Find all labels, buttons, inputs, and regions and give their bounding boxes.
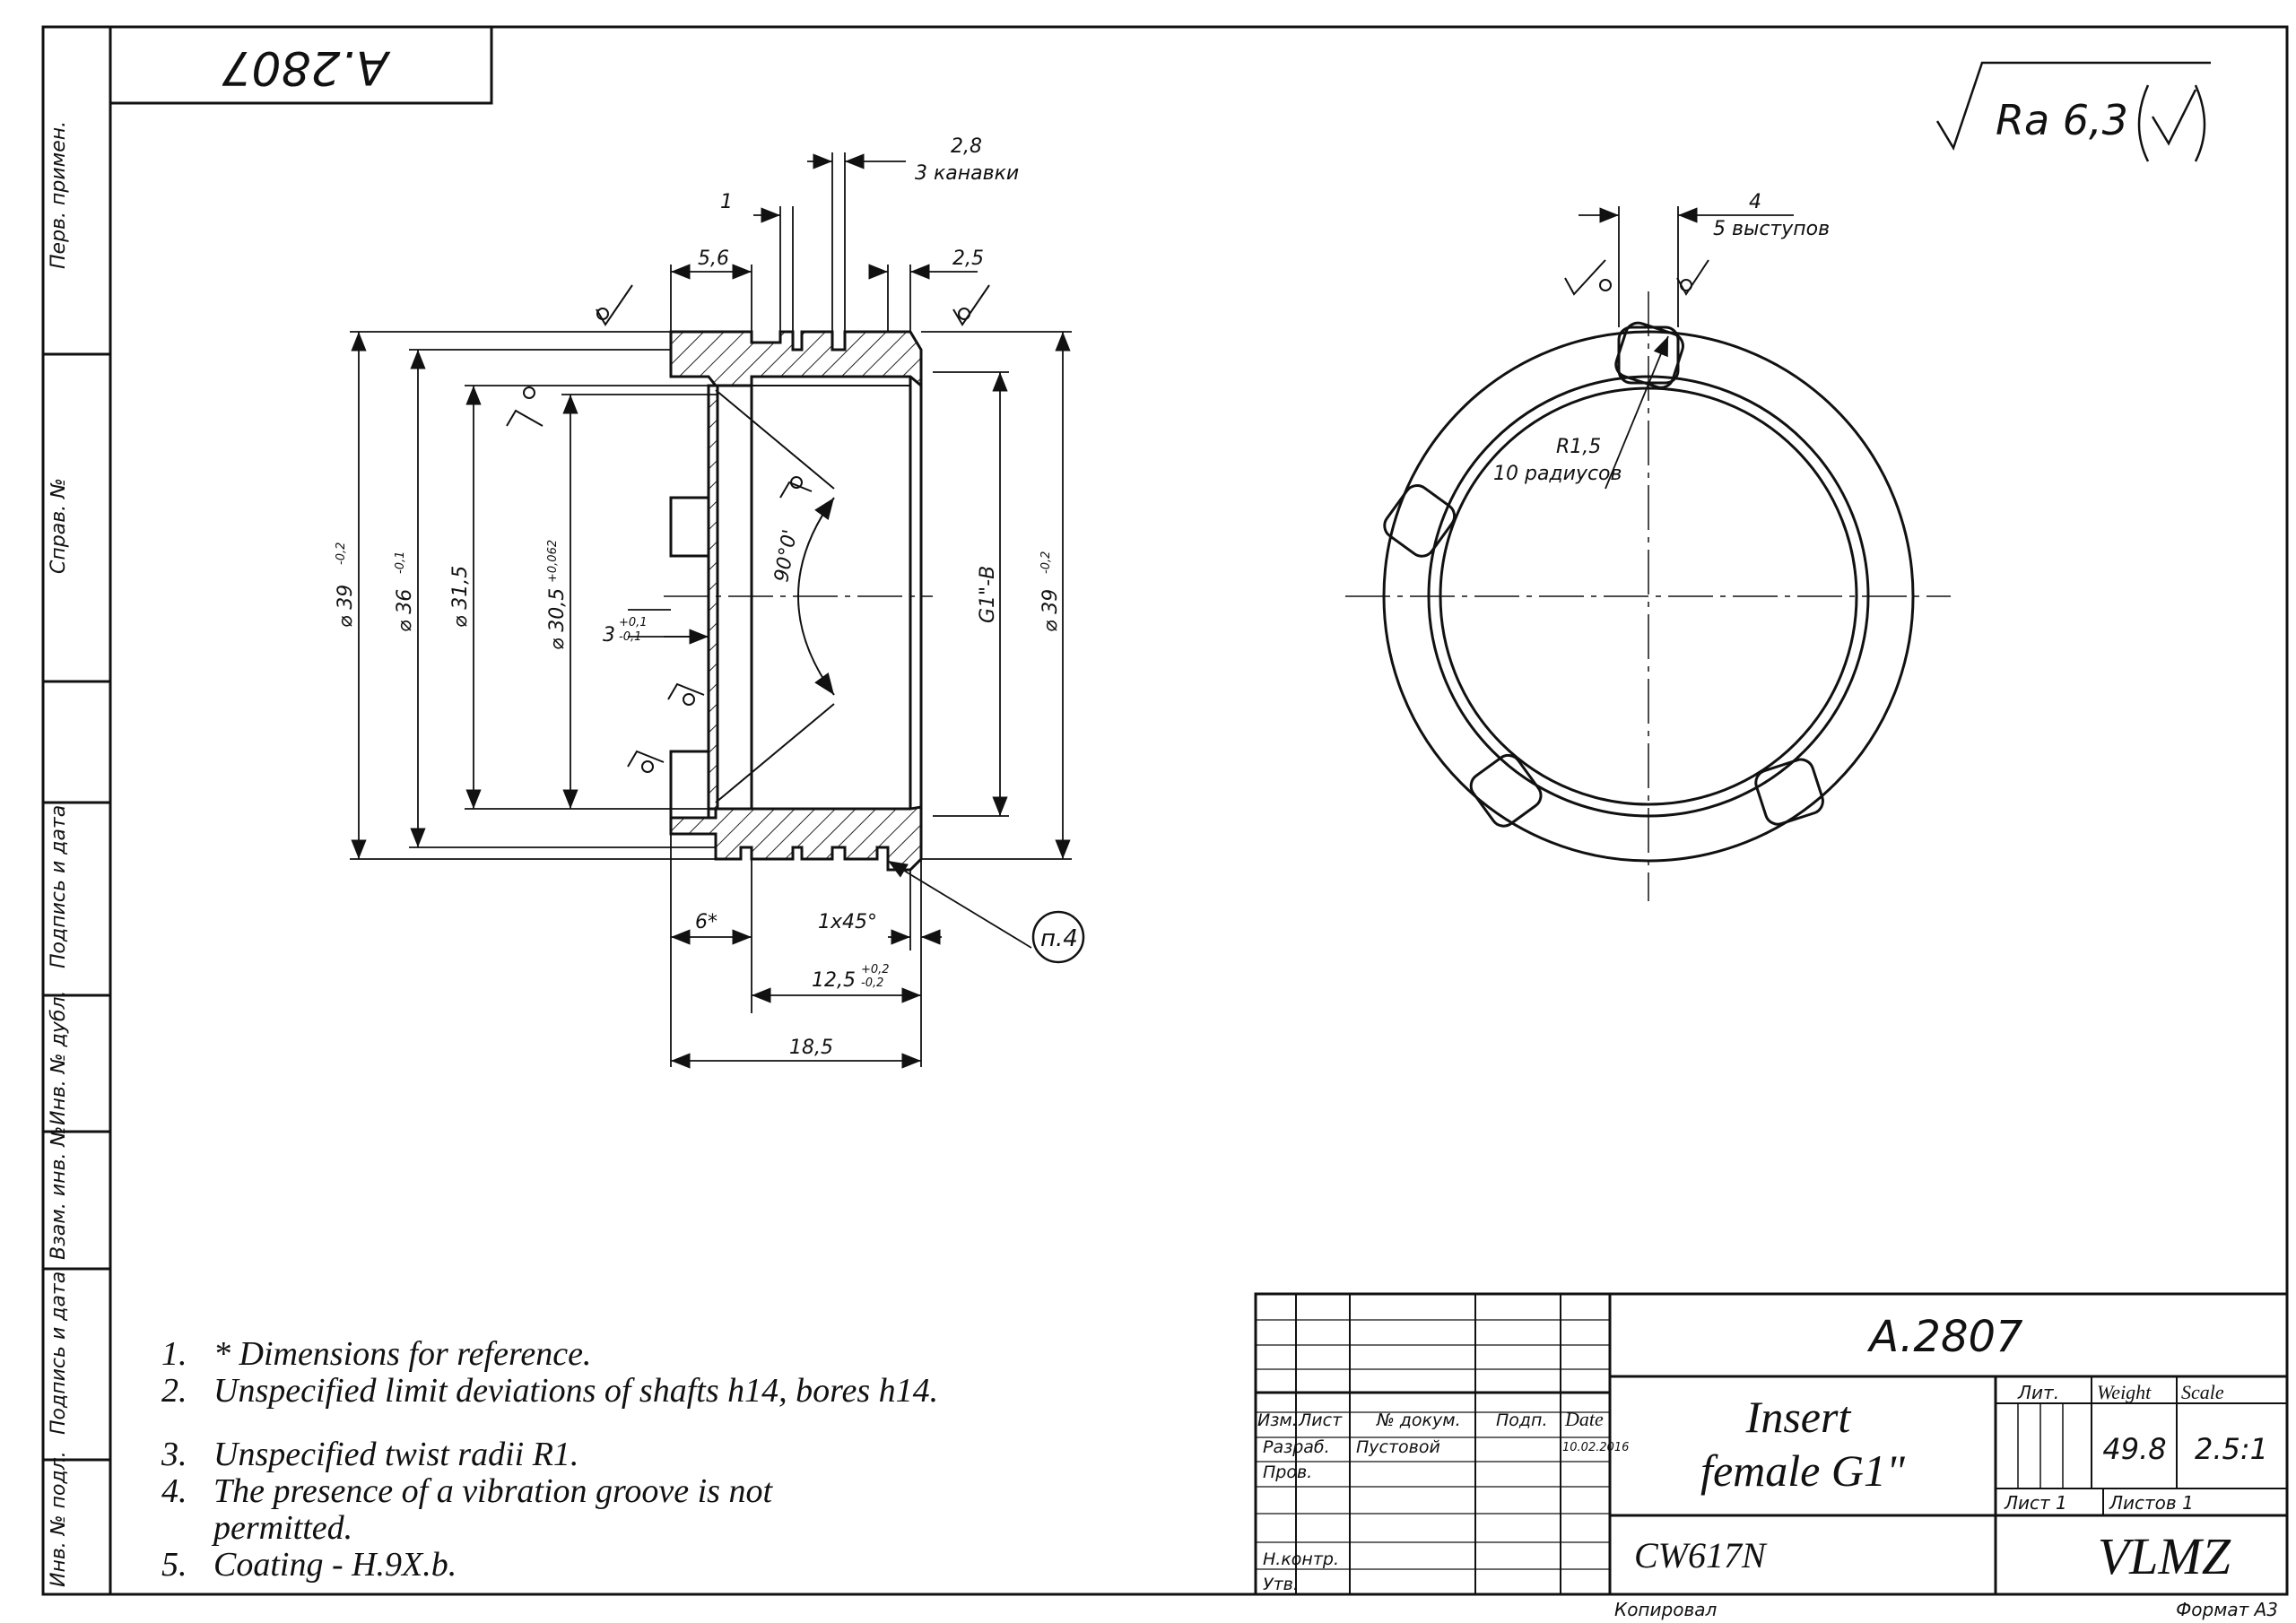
dim-radius-note: 10 радиусов [1493,463,1622,485]
dim-6: 6* [695,911,718,933]
sheets-label: Листов 1 [2109,1492,2194,1514]
dim-2-5: 2,5 [952,247,984,270]
dim-dia36: ⌀ 36 [394,589,416,632]
format-label: Формат А3 [2176,1599,2278,1620]
title-company: VLMZ [2098,1527,2231,1585]
developer-name: Пустовой [1356,1437,1440,1457]
dim-dia39-tol: -0,2 [335,542,348,565]
dim-5-6: 5,6 [698,247,729,270]
dim-3: 3 [603,624,615,647]
dim-radius: R1,5 [1556,436,1601,458]
dim-dia39-right: ⌀ 39 [1039,589,1062,632]
scale-label: Scale [2181,1381,2224,1403]
dim-grooves: 2,8 [951,135,982,158]
sheet-label: Лист 1 [2004,1492,2067,1514]
side-label: Взам. инв. № [48,1126,70,1260]
note-item: 3.Unspecified twist radii R1. [161,1436,579,1473]
note-item: 5.Coating - H.9X.b. [161,1546,457,1584]
lit-label: Лит. [2017,1382,2059,1403]
note-reference: п.4 [1040,925,1078,952]
side-label: Перв. примен. [48,121,70,269]
col-izm: Изм. [1257,1410,1298,1430]
dim-dia36-tol: -0,1 [394,551,407,574]
row-prov: Пров. [1263,1462,1312,1482]
section-hatch-top [669,330,923,389]
roughness-symbol [1935,61,2211,162]
side-label: Подпись и дата [48,805,70,968]
dim-lugs: 4 [1749,191,1761,213]
row-razrab: Разраб. [1263,1437,1330,1457]
section-view [664,330,933,872]
col-list: Лист [1298,1410,1343,1430]
title-name-line2: female G1" [1700,1445,1906,1496]
dim-dia31-5: ⌀ 31,5 [449,566,472,628]
dim-12-5: 12,5 [812,969,856,992]
dim-angle: 90°0' [770,528,802,584]
note-item: 2. Unspecified limit deviations of shaft… [161,1372,939,1410]
weight-value: 49.8 [2102,1432,2166,1466]
dim-18-5: 18,5 [789,1037,833,1059]
technical-notes: 1. * Dimensions for reference. 2. Unspec… [161,1336,1148,1584]
surface-marks [506,259,1709,773]
title-material: CW617N [1634,1535,1768,1575]
weight-label: Weight [2097,1381,2152,1403]
front-view [1345,206,1951,901]
dim-3-tol-dn: -0,1 [619,630,641,644]
side-label: Инв. № дубл. [48,990,70,1125]
dim-chamfer: 1x45° [818,911,877,933]
note-item: 1. * Dimensions for reference. [161,1335,592,1373]
dim-dia30-5-tol: +0,062 [546,540,560,583]
row-utv: Утв. [1263,1575,1299,1594]
dim-dia39-right-tol: -0,2 [1039,551,1053,574]
developer-date: 10.02.2016 [1562,1441,1629,1454]
dim-thread: G1"-B [977,566,999,623]
copied-label: Копировал [1614,1599,1717,1620]
col-sign: Подп. [1496,1410,1548,1430]
scale-value: 2.5:1 [2195,1432,2268,1466]
row-nkontr: Н.контр. [1263,1549,1339,1569]
note-item: 4.The presence of a vibration groove is … [161,1472,773,1547]
title-name-line1: Insert [1745,1392,1852,1442]
sheet-frame [41,25,2289,1596]
section-hatch-bottom [669,805,923,872]
dim-1: 1 [720,191,733,213]
col-date: Date [1564,1408,1604,1430]
col-doc: № докум. [1376,1410,1461,1430]
dim-lugs-note: 5 выступов [1713,218,1830,240]
side-label: Подпись и дата [48,1271,70,1435]
dim-dia39: ⌀ 39 [335,585,357,628]
side-label: Справ. № [48,478,70,574]
dim-12-5-tol-dn: -0,2 [861,976,883,990]
title-block [1254,1292,2289,1596]
dim-3-tol-up: +0,1 [619,616,648,629]
dim-12-5-tol-up: +0,2 [861,963,890,976]
roughness-label: Ra 6,3 [1996,96,2128,144]
side-label: Инв. № подл. [48,1451,70,1587]
section-dimension-lines [350,152,1072,1069]
dim-dia30-5: ⌀ 30,5 [546,588,569,650]
side-strip-labels: Перв. примен. Справ. № Подпись и дата Ин… [48,121,70,1587]
top-stamp-designation: A.2807 [222,40,390,94]
note-reference-circle [1031,910,1085,964]
title-designation: A.2807 [1866,1312,2023,1362]
dim-grooves-note: 3 канавки [915,162,1019,185]
